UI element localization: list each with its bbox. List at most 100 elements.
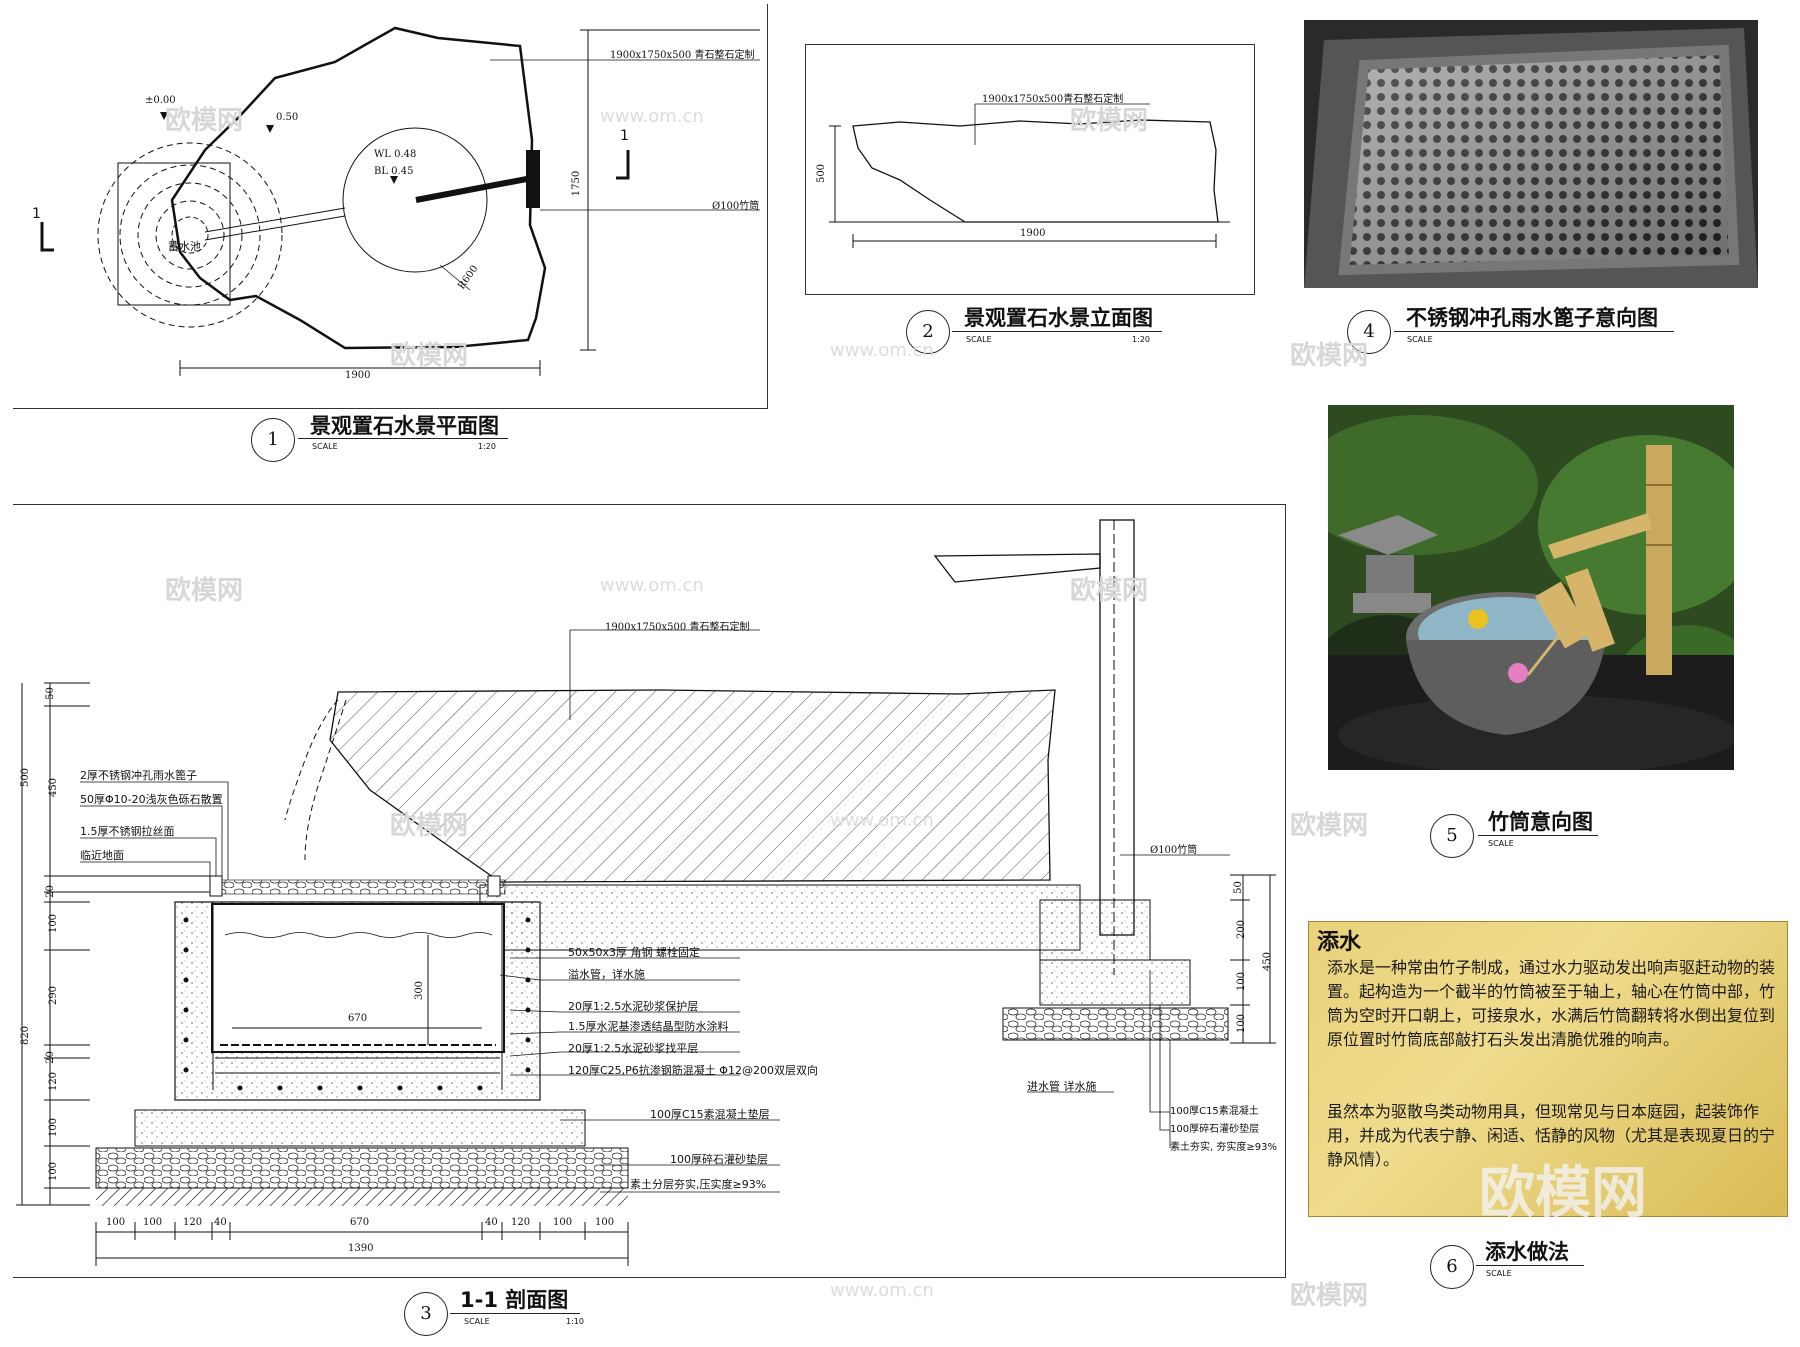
grate-scale-label: SCALE	[1407, 335, 1433, 344]
section-note-right-3: 100厚C15素混凝土	[1170, 1106, 1259, 1117]
section-dim-left-4: 20	[44, 885, 56, 898]
elevation-dim-height: 500	[816, 163, 828, 184]
section-note-right-5: 素土夯实, 夯实度≥93%	[1170, 1142, 1277, 1153]
plan-number: 1	[251, 418, 295, 462]
watermark-url-4: www.om.cn	[830, 810, 934, 831]
plan-level-zero: ±0.00	[145, 95, 176, 106]
elevation-number: 2	[906, 310, 950, 354]
elevation-scale-label: SCALE	[966, 335, 992, 344]
elevation-dim-width: 1900	[1020, 228, 1046, 239]
section-dim-bottom-5: 670	[350, 1217, 370, 1228]
bamboo-photo	[1328, 405, 1734, 770]
plan-bl: BL 0.45	[374, 166, 414, 177]
section-dim-left-8: 120	[48, 1071, 60, 1092]
note-scale-label: SCALE	[1486, 1269, 1512, 1278]
section-note-mid-3: 20厚1:2.5水泥砂浆保护层	[568, 1000, 699, 1013]
section-note-left-2: 50厚Φ10-20浅灰色砾石散置	[80, 793, 223, 806]
note-heading: 添水	[1317, 930, 1362, 955]
section-note-right-1: Ø100竹筒	[1150, 845, 1198, 856]
section-note-left-1: 2厚不锈钢冲孔雨水篦子	[80, 769, 197, 782]
section-title: 1-1 剖面图	[460, 1288, 569, 1312]
section-dim-left-7: 20	[44, 1051, 56, 1064]
section-note-mid-2: 溢水管，详水施	[568, 968, 645, 981]
plan-dim-height: 1750	[571, 170, 583, 197]
section-dim-left-3: 500	[20, 767, 32, 788]
section-dim-bottom-9: 100	[595, 1217, 615, 1228]
bamboo-number: 5	[1430, 814, 1474, 858]
plan-drawing	[40, 26, 760, 376]
plan-section-mark-right: 1	[620, 128, 629, 144]
section-number: 3	[404, 1292, 448, 1336]
watermark-url-3: www.om.cn	[600, 575, 704, 596]
section-note-left-4: 临近地面	[80, 849, 124, 862]
watermark-3: 欧模网	[390, 341, 469, 371]
section-note-left-3: 1.5厚不锈钢拉丝面	[80, 825, 175, 838]
watermark-6: 欧模网	[1070, 576, 1149, 606]
bamboo-title: 竹筒意向图	[1488, 810, 1593, 834]
section-scale-label: SCALE	[464, 1317, 490, 1326]
section-note-mid-4: 1.5厚水泥基渗透结晶型防水涂料	[568, 1020, 729, 1033]
bamboo-photo-image	[1328, 405, 1734, 770]
grate-photo	[1304, 20, 1758, 288]
section-dim-left-6: 290	[48, 985, 60, 1006]
elevation-drawing	[829, 103, 1230, 248]
bamboo-title-underline	[1478, 835, 1598, 836]
plan-title: 景观置石水景平面图	[310, 414, 499, 438]
watermark-url-1: www.om.cn	[600, 106, 704, 127]
plan-bamboo-note: Ø100竹筒	[712, 201, 760, 212]
section-note-mid-8: 100厚碎石灌砂垫层	[670, 1153, 768, 1166]
section-dim-bottom-3: 120	[183, 1217, 203, 1228]
note-watermark: 欧模网	[1479, 1161, 1647, 1226]
section-title-underline	[450, 1313, 580, 1314]
section-scale-value: 1:10	[566, 1317, 584, 1326]
note-para2: 虽然本为驱散鸟类动物用具，但现常见与日本庭园，起装饰作用，并成为代表宁静、闲适、…	[1327, 1102, 1776, 1169]
section-dim-right-2: 200	[1236, 919, 1248, 940]
section-note-mid-5: 20厚1:2.5水泥砂浆找平层	[568, 1042, 699, 1055]
section-dim-bottom-2: 100	[143, 1217, 163, 1228]
tensui-note-panel: 添水 添水是一种常由竹子制成，通过水力驱动发出响声驱赶动物的装置。起构造为一个截…	[1308, 921, 1788, 1226]
section-dim-left-total: 820	[20, 1025, 32, 1046]
grate-number: 4	[1347, 310, 1391, 354]
section-dim-right-total: 450	[1262, 951, 1274, 972]
elevation-scale-value: 1:20	[1132, 335, 1150, 344]
section-dim-left-5: 100	[48, 913, 60, 934]
note-para1: 添水是一种常由竹子制成，通过水力驱动发出响声驱赶动物的装置。起构造为一个截半的竹…	[1327, 958, 1776, 1049]
watermark-8: 欧模网	[1290, 811, 1369, 841]
section-dim-total: 1390	[348, 1243, 374, 1254]
section-dim-left-10: 100	[48, 1161, 60, 1182]
section-dim-bottom-7: 120	[511, 1217, 531, 1228]
plan-section-mark-left: 1	[32, 206, 41, 222]
elevation-title-underline	[952, 331, 1162, 332]
section-note-mid-7: 100厚C15素混凝土垫层	[650, 1108, 770, 1121]
section-note-right-2: 进水管 详水施	[1027, 1080, 1097, 1093]
plan-scale-value: 1:20	[478, 442, 496, 451]
plan-dim-width: 1900	[345, 370, 371, 381]
watermark-5: 欧模网	[165, 576, 244, 606]
section-dim-left-2: 450	[48, 777, 60, 798]
elevation-stone-note: 1900x1750x500青石整石定制	[982, 94, 1124, 105]
note-title: 添水做法	[1485, 1240, 1569, 1264]
watermark-url-2: www.om.cn	[830, 340, 934, 361]
section-dim-inner-h: 300	[414, 980, 426, 1001]
section-dim-bottom-6: 40	[485, 1217, 498, 1228]
plan-pool-label: 蓄水池	[168, 240, 201, 253]
section-note-mid-6: 120厚C25,P6抗渗钢筋混凝土 Φ12@200双层双向	[568, 1064, 818, 1077]
note-title-underline	[1476, 1265, 1584, 1266]
watermark-4: 欧模网	[1290, 341, 1369, 371]
plan-stone-note: 1900x1750x500 青石整石定制	[610, 50, 755, 61]
watermark-9: 欧模网	[1290, 1281, 1369, 1311]
note-number: 6	[1430, 1245, 1474, 1289]
section-drawing	[16, 519, 1276, 1266]
section-dim-right-3: 100	[1236, 971, 1248, 992]
section-dim-right-1: 50	[1232, 881, 1244, 894]
watermark-1: 欧模网	[165, 106, 244, 136]
section-dim-left-9: 100	[48, 1117, 60, 1138]
bamboo-scale-label: SCALE	[1488, 839, 1514, 848]
elevation-frame	[805, 44, 1255, 295]
watermark-url-5: www.om.cn	[830, 1280, 934, 1301]
elevation-title: 景观置石水景立面图	[964, 306, 1153, 330]
section-dim-bottom-4: 40	[214, 1217, 227, 1228]
section-dim-inner-w: 670	[348, 1013, 368, 1024]
section-note-mid-1: 50x50x3厚 角钢 螺栓固定	[568, 946, 701, 959]
